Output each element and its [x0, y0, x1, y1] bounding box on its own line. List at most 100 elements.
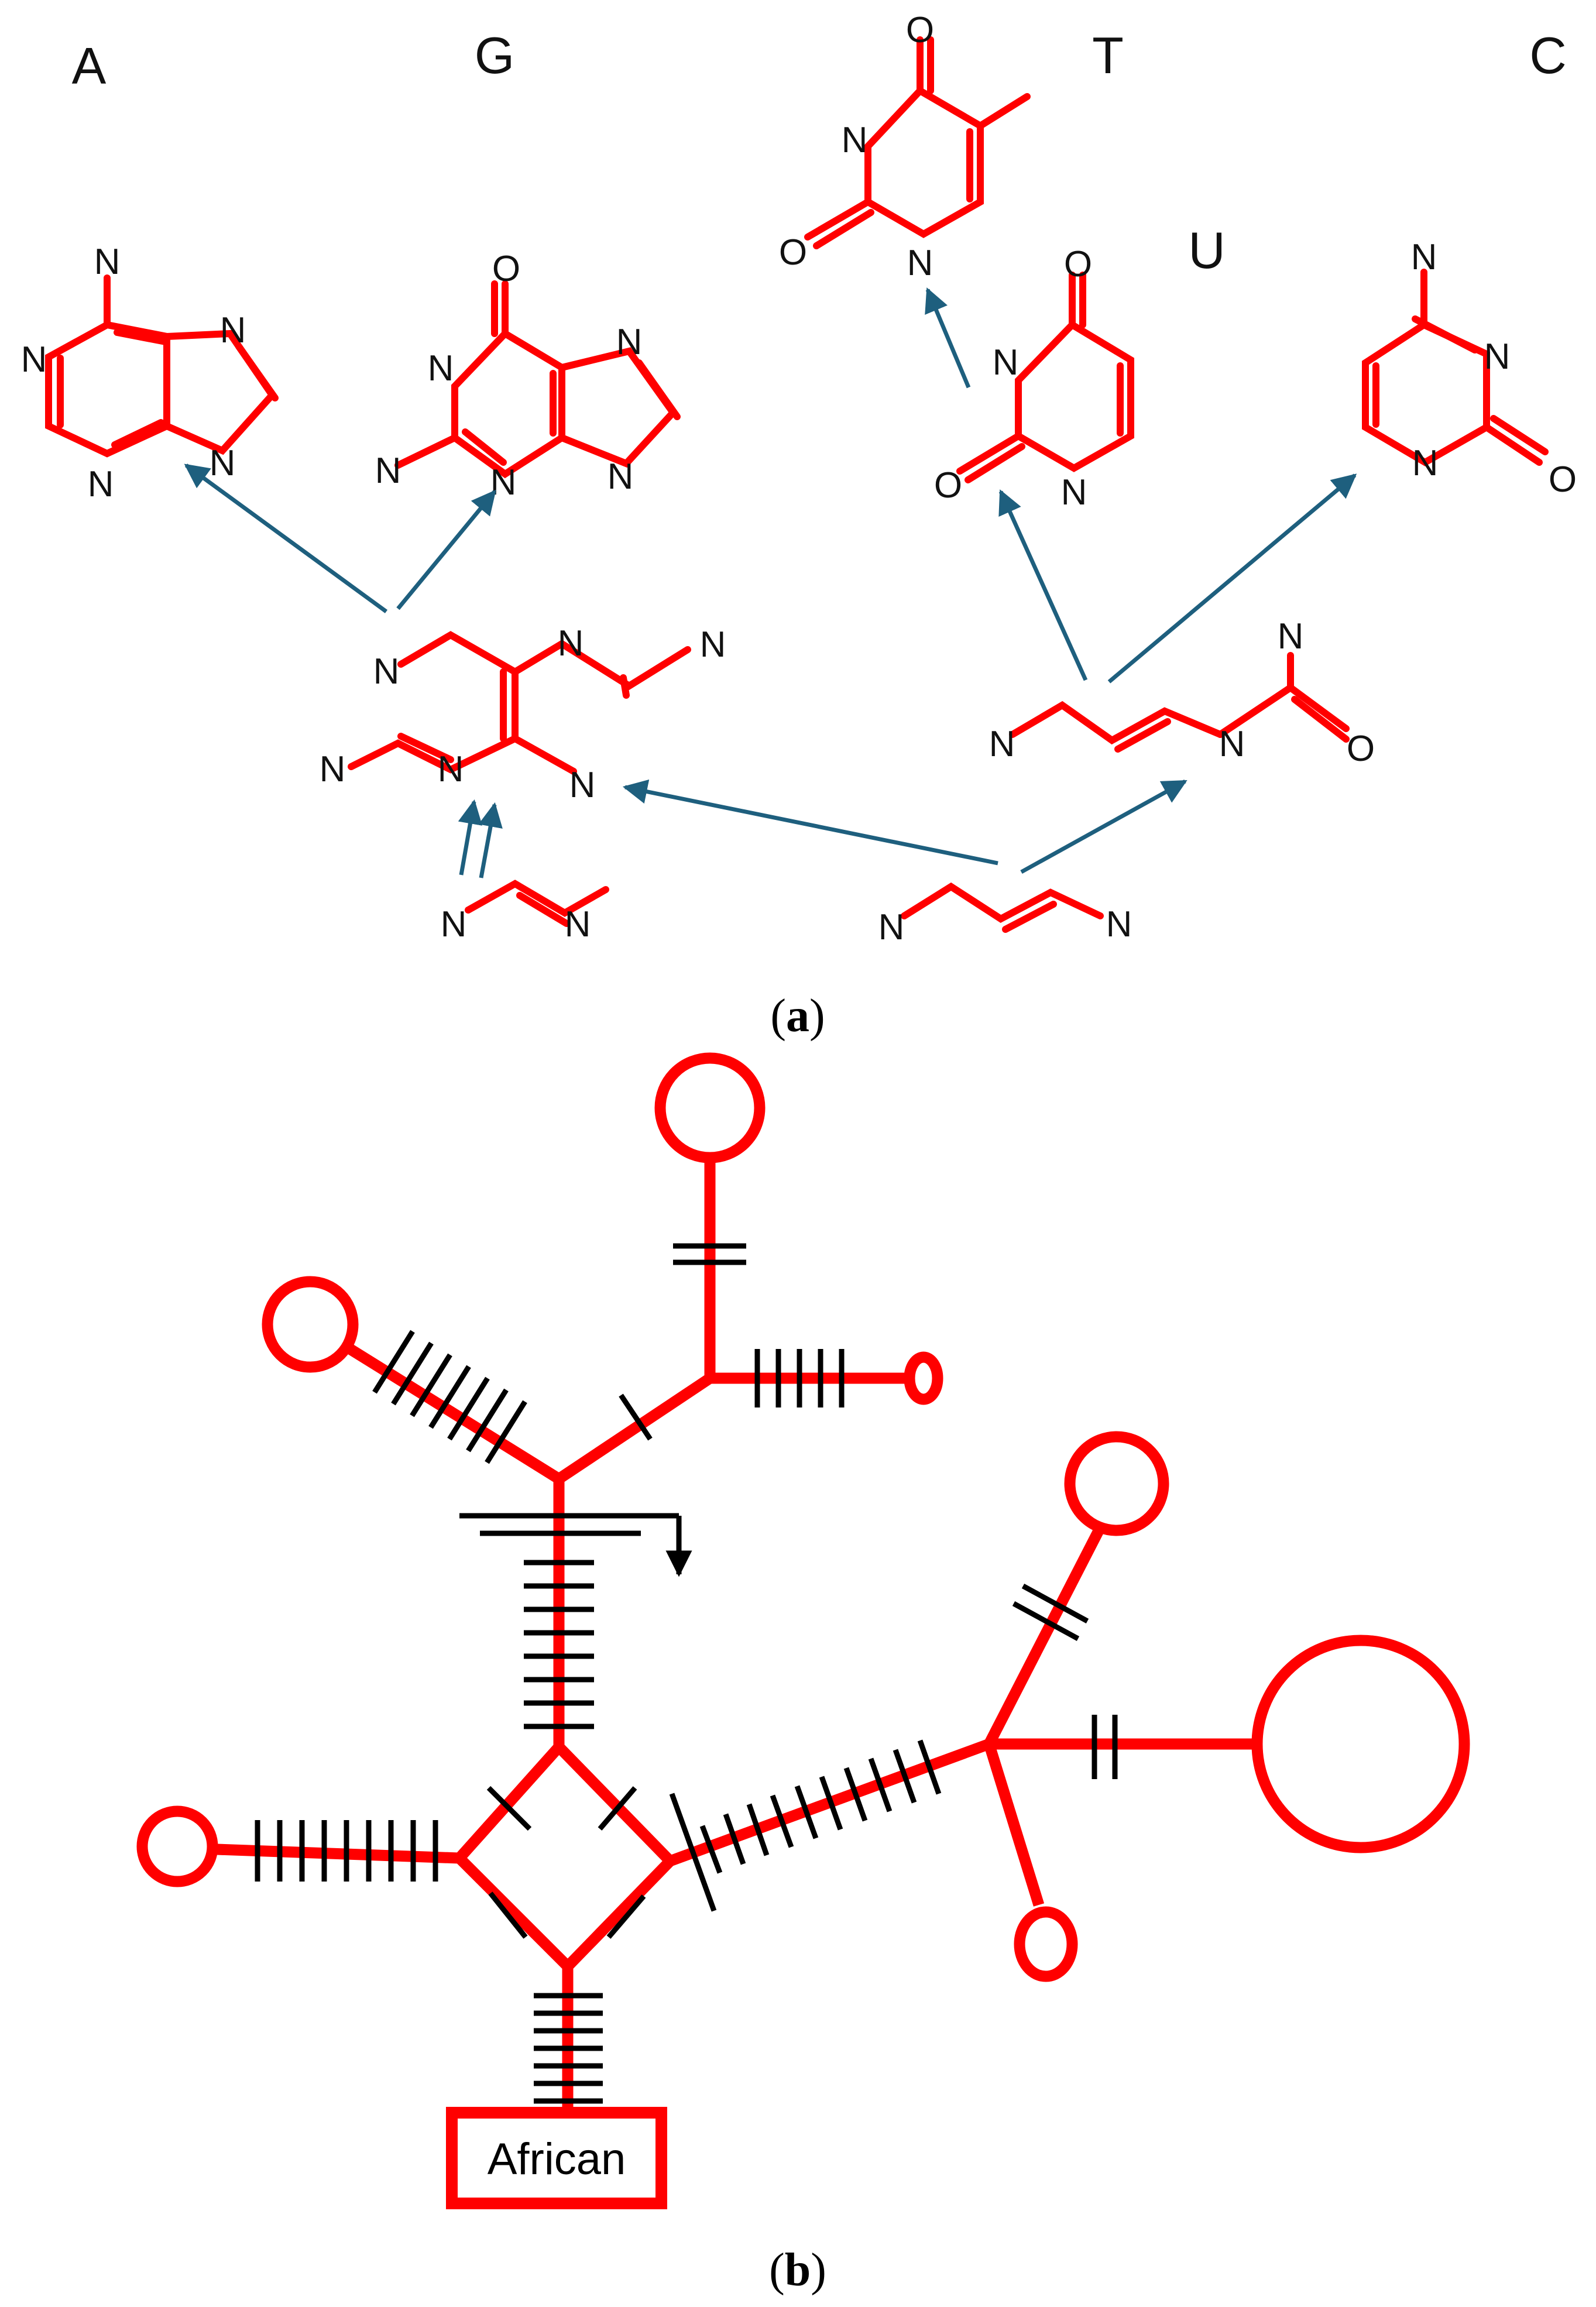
arrow-start-to-purine-precursor: [622, 779, 998, 866]
caption-a-open: (: [770, 990, 786, 1042]
edge-hub-to-upper-right-node: [984, 1525, 1106, 1747]
mutation-tick: [619, 1393, 653, 1441]
mutation-tick: [723, 1813, 746, 1865]
node-upper-left: [262, 1276, 359, 1373]
root-node: African: [446, 2107, 667, 2209]
uracil-o2: O: [934, 465, 962, 506]
arrow-precursor-to-cytosine: [1107, 473, 1357, 684]
cytosine-n1: N: [1412, 443, 1439, 483]
node-large: [1251, 1635, 1470, 1853]
mutation-tick: [770, 1794, 794, 1848]
formamidine-n-right: N: [565, 904, 591, 945]
base-letter-t: T: [1092, 26, 1124, 84]
mutation-tick: [699, 1825, 723, 1874]
thymine-structure: O N O N: [779, 10, 1031, 283]
cytosine-structure: N N N O: [1362, 237, 1577, 500]
caption-a-close: ): [809, 990, 825, 1042]
pyrimidine-precursor-n-mid: N: [1219, 724, 1245, 764]
starting-compound-n-left: N: [878, 907, 905, 947]
formamidine-structure: N N: [441, 880, 609, 945]
uracil-n1: N: [1061, 472, 1087, 513]
caption-a-letter: a: [786, 990, 809, 1042]
starting-compound-structure: N N: [878, 882, 1132, 947]
mutation-tick: [372, 1330, 415, 1394]
mutation-tick: [1021, 1584, 1089, 1623]
mutation-tick: [669, 1793, 717, 1912]
pyrimidine-precursor-n-left: N: [989, 724, 1015, 764]
caption-b-close: ): [811, 2244, 826, 2296]
mutation-tick: [893, 1749, 917, 1804]
mutation-tick: [428, 1365, 471, 1429]
pyrimidine-precursor-o: O: [1347, 729, 1375, 769]
network-edges: [216, 1162, 1258, 2116]
purine-precursor-structure: N N N N N N: [320, 623, 726, 805]
arrow-precursor-to-adenine: [184, 464, 388, 613]
precursor-n-d: N: [320, 749, 346, 789]
guanine-n9: N: [607, 456, 634, 497]
uracil-o4: O: [1064, 244, 1092, 284]
arrow-uracil-to-thymine: [925, 287, 971, 389]
uracil-n3: N: [993, 342, 1019, 383]
thymine-o4: O: [906, 10, 934, 50]
mutation-tick: [606, 1894, 646, 1939]
mutation-tick: [917, 1739, 942, 1795]
mutation-tick: [819, 1776, 843, 1831]
guanine-o6: O: [492, 249, 520, 289]
adenine-n1: N: [21, 339, 47, 380]
base-letter-g: G: [475, 26, 514, 84]
arrow-precursor-to-uracil: [998, 489, 1088, 681]
caption-b-letter: b: [785, 2244, 811, 2296]
mutation-tick: [843, 1767, 868, 1822]
guanine-n3: N: [490, 462, 517, 503]
mutation-tick: [598, 1786, 637, 1831]
formamidine-n-left: N: [441, 904, 467, 945]
panel-a: A G T C U N N N N N O N: [21, 10, 1577, 1042]
arrow-formamidine-to-precursor-1: [458, 799, 483, 876]
uracil-structure: O N O N: [934, 244, 1134, 513]
guanine-n1: N: [428, 348, 454, 389]
mutation-tick: [488, 1891, 528, 1939]
thymine-n3: N: [842, 120, 868, 160]
mutation-tick: [447, 1376, 490, 1441]
guanine-structure: O N N N N N: [375, 249, 681, 503]
reticulation-loop: [451, 1739, 678, 1975]
node-small-right: [904, 1351, 943, 1405]
caption-b-open: (: [769, 2244, 785, 2296]
guanine-n7: N: [616, 322, 643, 362]
precursor-n-c: N: [700, 624, 726, 665]
root-box: [446, 2107, 667, 2209]
mutation-tick: [794, 1785, 819, 1839]
precursor-n-f: N: [569, 765, 596, 805]
thymine-o2: O: [779, 232, 807, 273]
mutation-tick: [485, 1400, 527, 1464]
starting-compound-n-right: N: [1106, 904, 1132, 945]
arrow-formamidine-to-precursor-2: [478, 802, 503, 878]
cytosine-n3: N: [1484, 337, 1511, 377]
node-left: [136, 1805, 218, 1887]
mutation-tick: [410, 1353, 452, 1417]
node-top: [654, 1052, 766, 1163]
reaction-arrows: [184, 287, 1357, 878]
base-letter-u: U: [1188, 221, 1226, 279]
edge-hub-to-lower-node: [983, 1742, 1045, 1907]
precursor-n-a: N: [373, 651, 400, 692]
adenine-n3: N: [88, 464, 114, 504]
adenine-n9: N: [210, 443, 236, 483]
adenine-n7: N: [220, 310, 246, 351]
mutation-tick: [868, 1757, 893, 1812]
pyrimidine-precursor-n-top: N: [1278, 616, 1304, 657]
arrow-start-to-pyrimidine-precursor: [1020, 779, 1187, 874]
caption-a: (a): [770, 990, 825, 1042]
network-nodes: [136, 1052, 1470, 1982]
edge-junction-to-branch: [555, 1374, 713, 1484]
node-lower-right: [1014, 1906, 1078, 1982]
mutation-tick: [466, 1388, 509, 1453]
adenine-n6: N: [94, 242, 121, 282]
pyrimidine-precursor-structure: N N N O: [989, 616, 1375, 769]
mutation-tick: [746, 1803, 770, 1856]
caption-b: (b): [769, 2244, 826, 2296]
root-label: African: [488, 2134, 626, 2184]
cytosine-n4: N: [1411, 237, 1437, 277]
precursor-n-e: N: [438, 749, 464, 789]
